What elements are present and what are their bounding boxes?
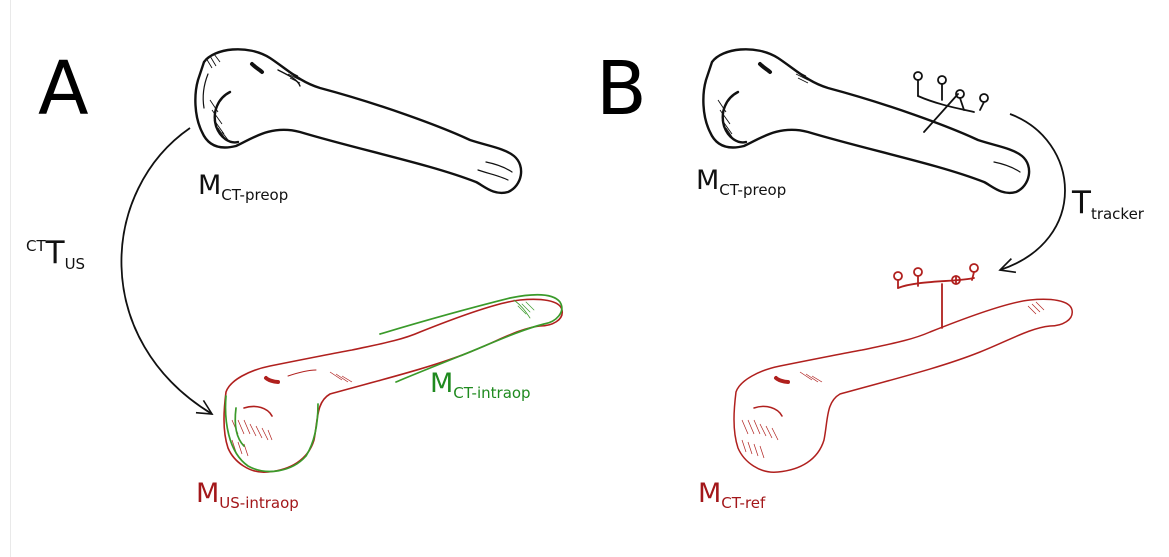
panel-b-letter: B <box>596 52 645 126</box>
a-label-ct-preop: MCT-preop <box>198 172 288 199</box>
b-label-ct-ref: MCT-ref <box>698 480 765 507</box>
a-label-us-intraop: MUS-intraop <box>196 480 299 507</box>
b-ref-bone-drawing <box>734 299 1072 472</box>
b-label-tracker: Ttracker <box>1072 188 1144 219</box>
panel-a-letter: A <box>38 52 87 126</box>
a-intraop-bone-hatching <box>232 372 352 456</box>
b-preop-tracker-icon <box>914 72 988 132</box>
a-label-transform: CTTUS <box>26 238 85 269</box>
a-label-ct-intraop: MCT-intraop <box>430 370 531 397</box>
b-label-ct-preop: MCT-preop <box>696 167 786 194</box>
